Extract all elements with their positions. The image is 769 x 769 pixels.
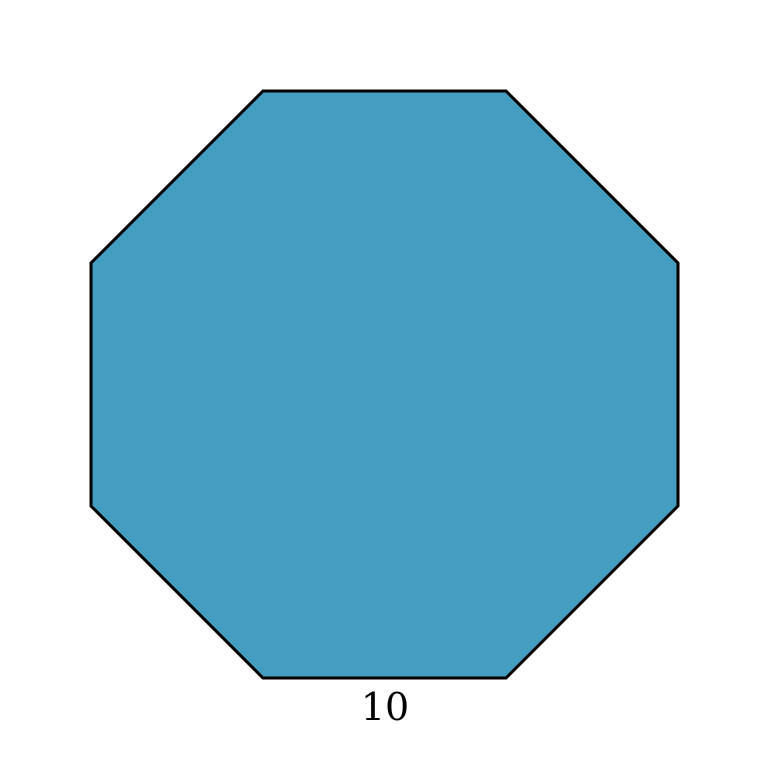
octagon-shape: [89, 89, 680, 680]
bottom-side-length-label: 10: [361, 685, 409, 729]
